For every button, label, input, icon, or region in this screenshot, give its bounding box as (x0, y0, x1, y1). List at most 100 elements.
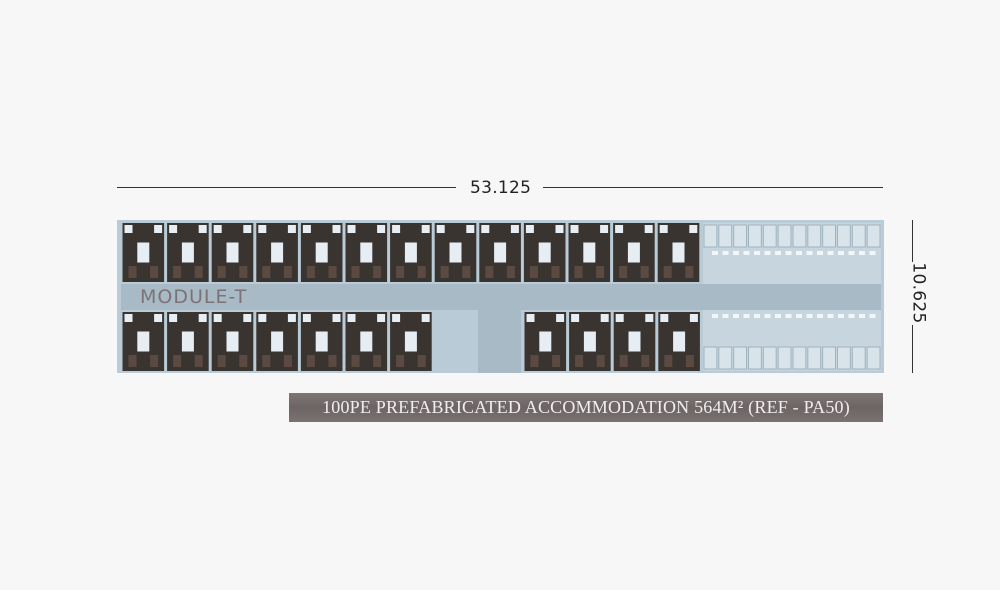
bottom-right-bedroom-4-pillow (660, 314, 669, 322)
bottom-left-bedroom-5-pillow (332, 314, 341, 322)
bottom-left-bedroom-4-wardrobe (271, 331, 284, 352)
top-sanitary-cubicle-8 (807, 224, 822, 248)
top-bedroom-12-wardrobe (627, 242, 640, 263)
top-bedroom-1-wardrobe (137, 242, 150, 263)
bottom-sink-11 (817, 314, 823, 318)
bottom-right-bedroom-4-desk (664, 355, 673, 367)
top-bedroom-2-pillow (169, 225, 178, 233)
top-sink-1 (712, 251, 718, 255)
bottom-right-bedroom-1-pillow (556, 314, 565, 322)
bottom-sink-13 (838, 314, 844, 318)
top-sink-13 (838, 251, 844, 255)
bottom-right-bedroom-1-desk (530, 355, 539, 367)
height-dimension-line-bottom (912, 325, 913, 373)
bottom-left-bedroom-2-pillow (169, 314, 178, 322)
top-bedroom-5-desk (328, 266, 337, 278)
top-bedroom-8-pillow (466, 225, 475, 233)
bottom-sanitary-cubicle-3 (733, 346, 748, 370)
top-sink-11 (817, 251, 823, 255)
top-bedroom-7-pillow (421, 225, 430, 233)
bottom-left-bedroom-7-pillow (392, 314, 401, 322)
bottom-sink-5 (754, 314, 760, 318)
bottom-sanitary-cubicle-6 (777, 346, 792, 370)
top-sanitary-cubicle-7 (792, 224, 807, 248)
bottom-sanitary-cubicle-1 (703, 346, 718, 370)
top-bedroom-7-pillow (392, 225, 401, 233)
top-sink-8 (785, 251, 792, 255)
bottom-left-bedroom-2-pillow (198, 314, 207, 322)
bottom-left-bedroom-5-pillow (302, 314, 311, 322)
bottom-right-bedroom-2-desk (575, 355, 584, 367)
top-bedroom-2-desk (173, 266, 182, 278)
width-dimension-line-right (543, 187, 883, 188)
bottom-sink-15 (859, 314, 865, 318)
top-sink-14 (848, 251, 855, 255)
width-dimension-label: 53.125 (470, 178, 532, 198)
bottom-left-bedroom-6-pillow (347, 314, 356, 322)
top-bedroom-6-desk (351, 266, 360, 278)
top-sink-5 (754, 251, 760, 255)
bottom-left-bedroom-2-desk (173, 355, 182, 367)
top-bedroom-9-pillow (481, 225, 490, 233)
top-bedroom-10-pillow (525, 225, 534, 233)
top-bedroom-5-pillow (302, 225, 311, 233)
bottom-sink-10 (806, 314, 813, 318)
top-sink-7 (775, 251, 781, 255)
top-bedroom-8-wardrobe (449, 242, 462, 263)
top-bedroom-11-desk (596, 266, 605, 278)
top-bedroom-11-wardrobe (583, 242, 596, 263)
top-bedroom-11-pillow (600, 225, 609, 233)
top-bedroom-13-pillow (659, 225, 668, 233)
bottom-left-bedroom-5-wardrobe (315, 331, 328, 352)
bottom-sink-2 (722, 314, 729, 318)
bottom-left-bedroom-3-pillow (243, 314, 252, 322)
bottom-sink-7 (775, 314, 781, 318)
bottom-left-bedroom-2-wardrobe (181, 331, 194, 352)
bottom-sanitary-cubicle-4 (748, 346, 762, 370)
top-sink-9 (796, 251, 802, 255)
top-bedroom-13-pillow (689, 225, 698, 233)
bottom-sanitary-cubicle-10 (837, 346, 851, 370)
bottom-sink-9 (796, 314, 802, 318)
top-sink-16 (869, 251, 876, 255)
bottom-sink-12 (827, 314, 834, 318)
top-sanitary-cubicle-9 (822, 224, 837, 248)
plan-caption: 100PE PREFABRICATED ACCOMMODATION 564M² … (289, 393, 883, 422)
bottom-left-bedroom-6-pillow (377, 314, 386, 322)
bottom-right-bedroom-1-wardrobe (539, 331, 552, 352)
top-bedroom-11-pillow (570, 225, 579, 233)
bottom-left-bedroom-5-desk (328, 355, 337, 367)
bottom-sanitary-cubicle-8 (807, 346, 822, 370)
bottom-sink-3 (733, 314, 739, 318)
top-bedroom-8-desk (440, 266, 449, 278)
bottom-left-bedroom-3-pillow (213, 314, 222, 322)
bottom-sanitary-cubicle-5 (762, 346, 777, 370)
bottom-right-bedroom-2-wardrobe (583, 331, 596, 352)
top-bedroom-5-wardrobe (315, 242, 328, 263)
bottom-left-bedroom-1-desk (150, 355, 159, 367)
top-bedroom-10-desk (551, 266, 560, 278)
top-sanitary-cubicle-3 (733, 224, 748, 248)
bottom-right-bedroom-4-pillow (689, 314, 698, 322)
top-bedroom-3-desk (239, 266, 248, 278)
bottom-right-bedroom-2-pillow (600, 314, 609, 322)
top-bedroom-2-wardrobe (181, 242, 194, 263)
bottom-left-bedroom-5-desk (306, 355, 315, 367)
bottom-sink-4 (743, 314, 750, 318)
bottom-left-bedroom-1-pillow (124, 314, 133, 322)
top-bedroom-7-desk (396, 266, 405, 278)
bottom-sink-1 (712, 314, 718, 318)
top-bedroom-5-pillow (332, 225, 341, 233)
top-bedroom-5-desk (306, 266, 315, 278)
top-sanitary-cubicle-10 (837, 224, 851, 248)
bottom-sink-14 (848, 314, 855, 318)
bottom-left-bedroom-4-desk (262, 355, 271, 367)
bottom-left-bedroom-2-desk (194, 355, 203, 367)
bottom-right-bedroom-3-desk (641, 355, 650, 367)
bottom-left-bedroom-1-pillow (154, 314, 163, 322)
top-sanitary-cubicle-11 (851, 224, 866, 248)
top-bedroom-10-desk (529, 266, 538, 278)
bottom-left-bedroom-6-desk (373, 355, 382, 367)
bottom-right-bedroom-3-desk (619, 355, 628, 367)
